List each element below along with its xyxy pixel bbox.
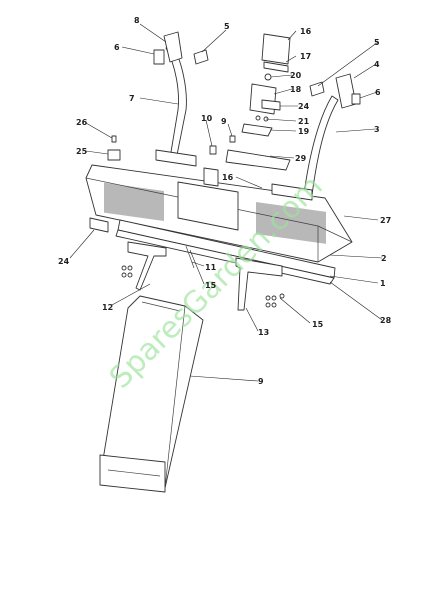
part-small-fittings [203,135,236,187]
callout-20: 18 [290,85,302,94]
callout-11: 10 [201,114,213,123]
part-control-stack [225,33,291,171]
callout-7: 7 [129,94,135,103]
callout-1: 1 [380,279,386,288]
vent-slots-left [104,182,164,222]
callout-3: 3 [374,125,380,134]
callout-12: 11 [205,263,217,272]
part-right-bracket [235,257,283,311]
callout-17: 15 [205,281,217,290]
callout-19: 17 [300,52,311,61]
callout-4: 4 [374,60,380,69]
callout-29: 29 [295,154,307,163]
callout-16: 16 [222,173,234,182]
callout-28: 28 [380,316,392,325]
callout-23: 21 [298,117,310,126]
callout-27: 27 [380,216,391,225]
callout-25: 25 [76,147,88,156]
callout-numbers: 8 5 6 7 16 17 5 4 6 20 18 24 21 19 3 29 … [58,16,392,386]
callout-8: 8 [134,16,140,25]
part-left-lever [153,31,183,65]
part-hardware [121,265,285,308]
callout-26: 26 [76,118,88,127]
callout-6-left: 6 [114,43,120,52]
callout-5-right: 5 [374,38,380,47]
callout-24-left: 24 [58,257,70,266]
part-left-handle [155,44,197,167]
vent-slots-right [256,201,326,244]
callout-14: 13 [258,328,269,337]
callout-9: 9 [258,377,264,386]
leader-lines [69,23,383,382]
part-25 [107,135,121,161]
part-left-bracket [127,241,167,291]
part-chute [99,295,204,493]
part-5-right [309,81,325,97]
callout-2: 2 [381,254,387,263]
callout-5-left: 5 [224,22,230,31]
part-right-lever [335,73,361,109]
part-deck-plate [85,164,353,263]
part-right-handle [271,95,339,201]
part-left-switch [89,217,109,233]
callout-10: 9 [221,117,227,126]
part-12 [185,245,195,269]
callout-15: 15 [312,320,324,329]
callout-22: 20 [290,71,302,80]
callout-24-upper: 24 [298,102,310,111]
callout-21: 19 [298,127,310,136]
part-5-left [193,49,209,65]
callout-13: 12 [102,303,113,312]
callout-6-right: 6 [375,88,381,97]
callout-18: 16 [300,27,312,36]
